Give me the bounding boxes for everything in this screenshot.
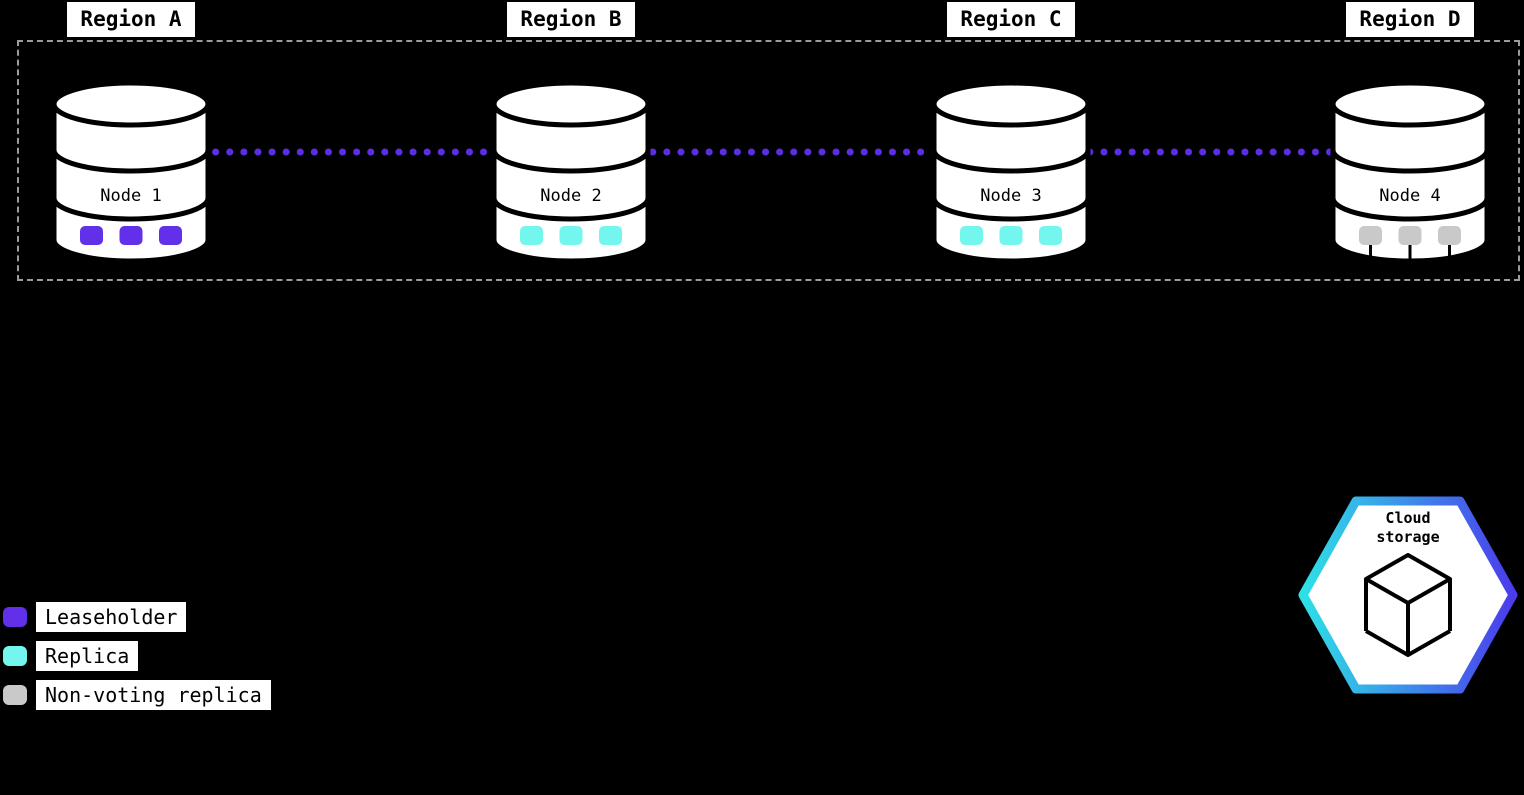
range-squares (1359, 226, 1461, 245)
non-voting-replica-swatch-icon (3, 685, 27, 705)
legend-item-leaseholder: Leaseholder (2, 602, 271, 632)
swatch-rect (3, 685, 27, 705)
cloud-storage: Cloud storage (1297, 493, 1519, 697)
cloud-storage-hexagon (1298, 496, 1518, 694)
replica-square (1039, 226, 1062, 245)
legend-item-replica: Replica (2, 641, 271, 671)
node-label: Node 3 (980, 186, 1041, 206)
swatch-rect (3, 607, 27, 627)
non-voting-replica-square (1438, 226, 1461, 245)
region-b: Region B Node 2 (491, 2, 651, 275)
swatch-rect (3, 646, 27, 666)
range-squares (520, 226, 622, 245)
database-node-icon: Node 3 (931, 80, 1091, 264)
replica-square (520, 226, 543, 245)
region-label: Region D (1346, 2, 1474, 37)
node-label: Node 1 (100, 186, 161, 206)
replica-square (999, 226, 1023, 245)
cube-icon (1364, 553, 1452, 657)
legend-item-non-voting-replica: Non-voting replica (2, 680, 271, 710)
database-node-icon: Node 4 (1330, 80, 1490, 270)
region-c: Region C Node 3 (931, 2, 1091, 275)
cloud-storage-label: Cloud storage (1376, 509, 1440, 546)
replica-swatch-icon (3, 646, 27, 666)
range-squares (80, 226, 182, 245)
replica-square (960, 226, 983, 245)
hexagon-shape (1298, 496, 1518, 694)
non-voting-replica-square (1359, 226, 1382, 245)
legend-label: Replica (36, 641, 139, 671)
leaseholder-swatch-icon (3, 607, 27, 627)
replica-square (599, 226, 622, 245)
leaseholder-square (159, 226, 182, 245)
regions-boundary (17, 40, 1520, 281)
database-node-icon: Node 2 (491, 80, 651, 264)
region-label: Region A (67, 2, 195, 37)
legend-label: Leaseholder (36, 602, 187, 632)
range-squares (960, 226, 1062, 245)
region-a: Region A Node 1 (51, 2, 211, 275)
region-d: Region D Node 4 (1330, 2, 1490, 275)
node-label: Node 2 (540, 186, 601, 206)
non-voting-replica-square (1398, 226, 1422, 245)
region-label: Region C (947, 2, 1075, 37)
leaseholder-square (80, 226, 103, 245)
region-label: Region B (507, 2, 635, 37)
node-label: Node 4 (1379, 186, 1440, 206)
legend: Leaseholder Replica Non-voting replica (2, 602, 271, 710)
database-node-icon: Node 1 (51, 80, 211, 264)
leaseholder-square (119, 226, 143, 245)
legend-label: Non-voting replica (36, 680, 271, 710)
replica-square (559, 226, 583, 245)
